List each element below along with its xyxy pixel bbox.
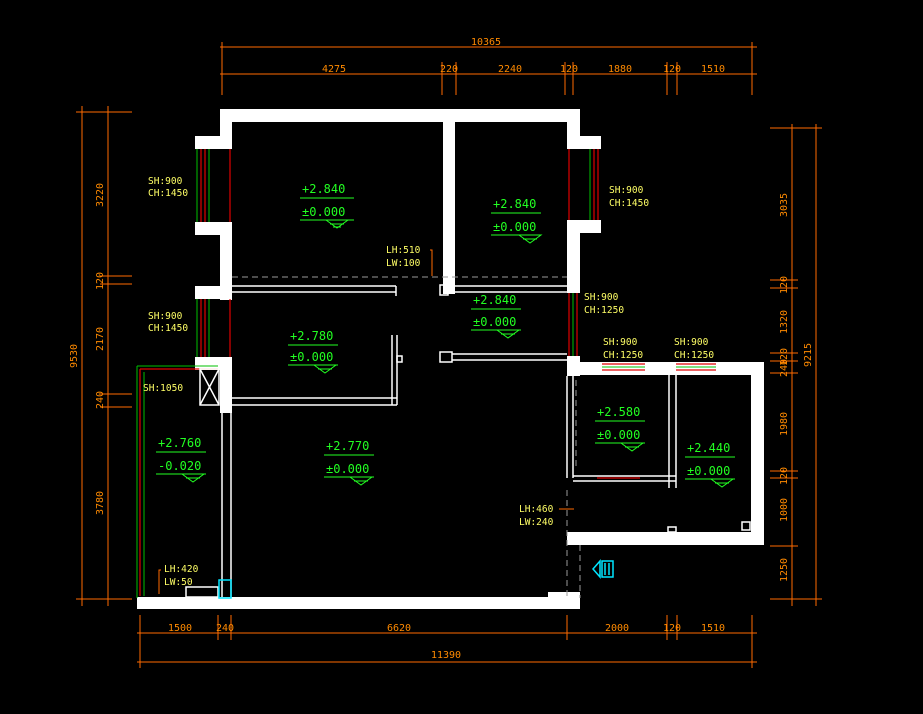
right-dim-9: 1250 <box>779 558 790 582</box>
light-3-lw: LW:50 <box>164 577 193 588</box>
level-marker-4: +2.780 ±0.000 <box>288 329 338 374</box>
opening-2-ch: CH:1450 <box>609 198 649 209</box>
fixtures <box>185 368 232 599</box>
bottom-dim-3: 6620 <box>387 623 411 634</box>
left-dim-5: 3780 <box>95 491 106 515</box>
right-dimensions: 3035 120 1320 120 240 1980 120 1000 1250… <box>770 124 822 606</box>
window-right-2 <box>568 293 578 356</box>
left-dim-4: 240 <box>95 391 106 409</box>
right-dim-4: 120 <box>779 348 790 366</box>
level-6-bottom: ±0.000 <box>326 462 369 476</box>
opening-labels: SH:900 CH:1450 SH:900 CH:1450 SH:900 CH:… <box>143 176 714 394</box>
right-dim-6: 1980 <box>779 412 790 436</box>
level-5-top: +2.760 <box>158 436 201 450</box>
level-1-top: +2.840 <box>302 182 345 196</box>
window-right-1 <box>568 149 599 220</box>
left-dim-1: 3220 <box>95 183 106 207</box>
light-2-lw: LW:240 <box>519 517 554 528</box>
bottom-dim-6: 1510 <box>701 623 725 634</box>
window-left-2 <box>196 299 231 357</box>
level-2-top: +2.840 <box>493 197 536 211</box>
bottom-total-dim: 11390 <box>431 650 461 661</box>
level-4-top: +2.780 <box>290 329 333 343</box>
bottom-dim-1: 1500 <box>168 623 192 634</box>
opening-sill-single: SH:1050 <box>143 383 183 394</box>
left-dim-3: 2170 <box>95 327 106 351</box>
column-marker <box>218 579 232 599</box>
top-dim-3: 2240 <box>498 64 522 75</box>
level-7-top: +2.580 <box>597 405 640 419</box>
light-2-lh: LH:460 <box>519 504 554 515</box>
right-dim-7: 120 <box>779 467 790 485</box>
light-1-lh: LH:510 <box>386 245 421 256</box>
windows <box>136 149 716 598</box>
opening-2-sh: SH:900 <box>609 185 644 196</box>
opening-3-sh: SH:900 <box>148 311 183 322</box>
top-dim-4: 120 <box>560 64 578 75</box>
right-dim-8: 1000 <box>779 498 790 522</box>
level-marker-7: +2.580 ±0.000 <box>595 405 645 452</box>
window-annex-1 <box>602 363 645 371</box>
level-3-bottom: ±0.000 <box>473 315 516 329</box>
window-left-1 <box>196 149 231 222</box>
opening-6-ch: CH:1250 <box>674 350 714 361</box>
level-6-top: +2.770 <box>326 439 369 453</box>
level-marker-1: +2.840 ±0.000 <box>300 182 354 229</box>
left-total-dim: 9530 <box>69 344 80 368</box>
opening-6-sh: SH:900 <box>674 337 709 348</box>
level-marker-3: +2.840 ±0.000 <box>471 293 521 339</box>
level-4-bottom: ±0.000 <box>290 350 333 364</box>
top-dim-7: 1510 <box>701 64 725 75</box>
right-dim-1: 3035 <box>779 193 790 217</box>
light-3-lh: LH:420 <box>164 564 199 575</box>
bottom-dim-5: 120 <box>663 623 681 634</box>
walls <box>137 109 764 609</box>
top-dim-5: 1880 <box>608 64 632 75</box>
opening-5-sh: SH:900 <box>603 337 638 348</box>
level-marker-5: +2.760 -0.020 <box>156 436 206 483</box>
right-total-dim: 9215 <box>803 343 814 367</box>
light-1-lw: LW:100 <box>386 258 421 269</box>
opening-3-ch: CH:1450 <box>148 323 188 334</box>
bottom-dim-4: 2000 <box>605 623 629 634</box>
level-8-bottom: ±0.000 <box>687 464 730 478</box>
level-marker-6: +2.770 ±0.000 <box>324 439 374 486</box>
top-dimensions: 10365 4275 220 2240 120 1880 120 1510 <box>220 37 757 95</box>
opening-5-ch: CH:1250 <box>603 350 643 361</box>
opening-4-ch: CH:1250 <box>584 305 624 316</box>
light-labels: LH:510 LW:100 LH:460 LW:240 LH:420 LW:50 <box>158 245 574 594</box>
top-dim-1: 4275 <box>322 64 346 75</box>
level-7-bottom: ±0.000 <box>597 428 640 442</box>
top-dim-6: 120 <box>663 64 681 75</box>
level-2-bottom: ±0.000 <box>493 220 536 234</box>
entrance-arrow-icon <box>592 559 614 579</box>
level-8-top: +2.440 <box>687 441 730 455</box>
window-annex-2 <box>676 363 716 371</box>
level-3-top: +2.840 <box>473 293 516 307</box>
level-5-bottom: -0.020 <box>158 459 201 473</box>
level-marker-2: +2.840 ±0.000 <box>491 197 543 244</box>
beam-lines <box>232 276 581 598</box>
right-dim-3: 1320 <box>779 310 790 334</box>
left-dim-2: 120 <box>95 272 106 290</box>
bottom-dim-2: 240 <box>216 623 234 634</box>
left-dimensions: 9530 3220 120 2170 240 3780 <box>69 106 132 606</box>
top-dim-2: 220 <box>440 64 458 75</box>
right-dim-5: 240 <box>779 359 790 377</box>
right-dim-2: 120 <box>779 276 790 294</box>
opening-1-ch: CH:1450 <box>148 188 188 199</box>
top-total-dim: 10365 <box>471 37 501 48</box>
opening-1-sh: SH:900 <box>148 176 183 187</box>
shaft-box <box>199 368 220 406</box>
level-1-bottom: ±0.000 <box>302 205 345 219</box>
bottom-dimensions: 1500 240 6620 2000 120 1510 11390 <box>137 615 757 668</box>
level-marker-8: +2.440 ±0.000 <box>685 441 735 488</box>
opening-4-sh: SH:900 <box>584 292 619 303</box>
level-markers: +2.840 ±0.000 +2.840 ±0.000 +2.840 ±0.00… <box>156 182 735 488</box>
